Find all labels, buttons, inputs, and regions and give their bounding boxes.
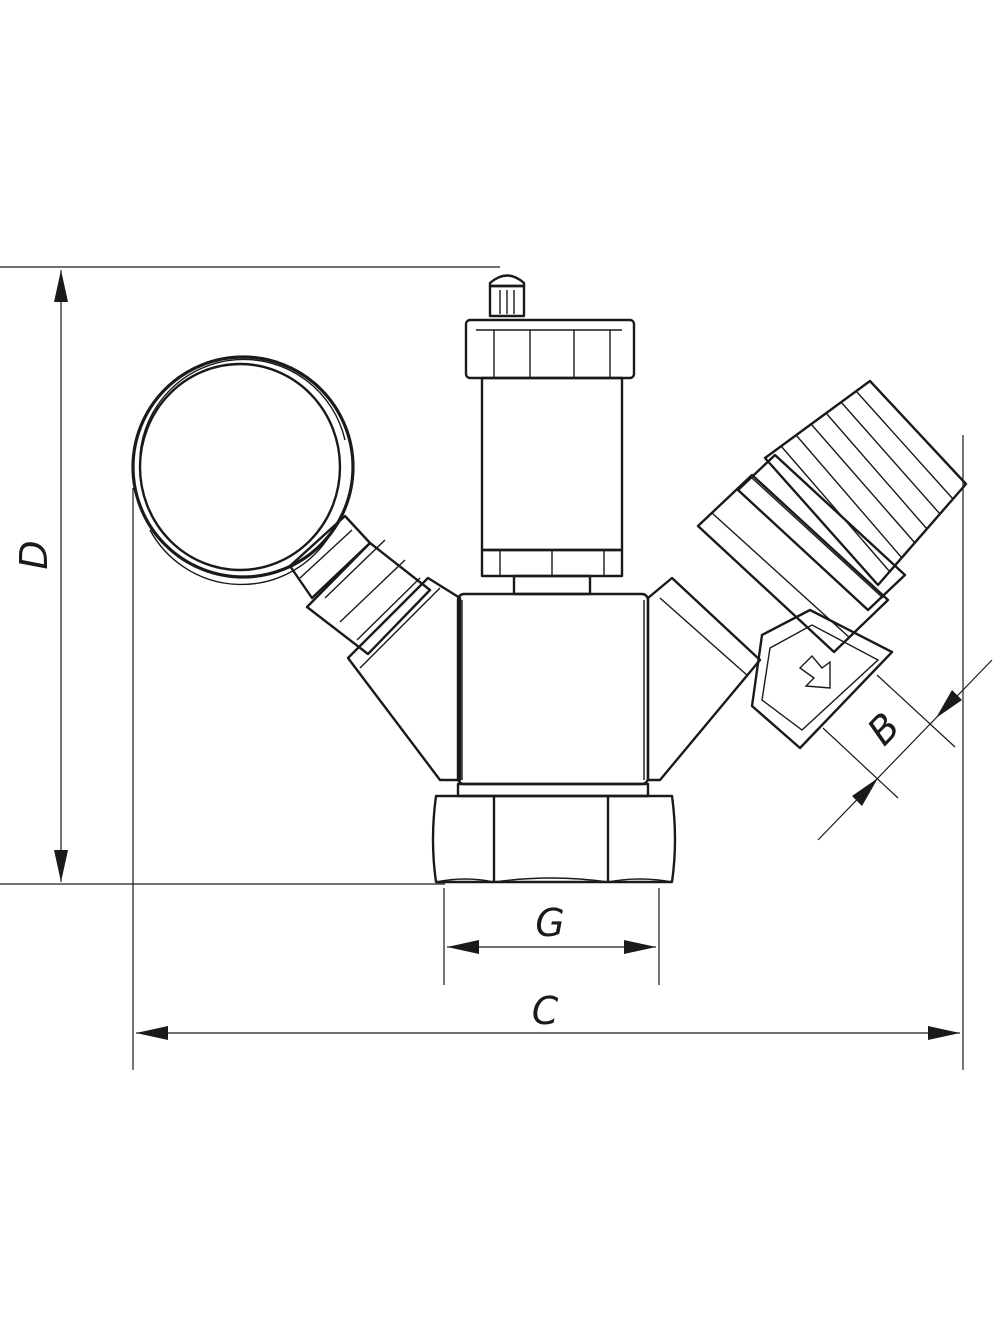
safety-valve xyxy=(696,379,968,750)
dimension-g-label: G xyxy=(535,901,564,945)
dimension-b-label: B xyxy=(859,704,909,753)
dimension-d-label: D xyxy=(12,540,56,569)
air-vent-neck xyxy=(512,574,592,596)
pressure-gauge xyxy=(131,355,355,586)
gauge-stem xyxy=(288,514,372,600)
dimension-g: G xyxy=(443,888,660,985)
gauge-outer-ring xyxy=(131,355,355,579)
central-body-block xyxy=(456,592,650,786)
safety-valve-branch-pipe xyxy=(646,576,762,782)
dimension-d-arrow-top xyxy=(54,270,68,302)
dimension-b-upper-extension xyxy=(876,674,956,748)
dimension-d: D xyxy=(0,266,500,885)
air-vent-cap-ring xyxy=(464,318,636,380)
gauge-branch-body xyxy=(346,576,462,782)
safety-branch-body xyxy=(646,576,762,782)
air-vent-body xyxy=(480,376,624,552)
dimension-d-arrow-bottom xyxy=(54,850,68,882)
air-vent-valve-stem xyxy=(488,284,526,318)
dimension-c-label: C xyxy=(532,989,559,1033)
dimension-b-arrow-lower xyxy=(852,778,878,806)
dimension-c-arrow-right xyxy=(928,1026,960,1040)
bottom-collar xyxy=(456,782,650,798)
dimension-c-arrow-left xyxy=(136,1026,168,1040)
gauge-dial xyxy=(138,362,342,572)
dimension-b-lower-extension xyxy=(822,727,899,799)
dimension-b-arrow-upper xyxy=(936,690,962,718)
dimension-b: B xyxy=(817,659,993,841)
bottom-hex-nut xyxy=(431,782,677,884)
safety-valve-knob xyxy=(763,379,968,587)
flow-direction-arrow-icon xyxy=(798,654,831,689)
dimension-c: C xyxy=(132,435,964,1070)
air-vent xyxy=(464,274,636,596)
dimension-g-arrow-left xyxy=(447,940,479,954)
dimension-b-line xyxy=(817,659,993,841)
bottom-hex-nut-body xyxy=(431,794,677,884)
safety-valve-hex-body xyxy=(696,473,890,654)
gauge-connector xyxy=(288,514,432,656)
dimension-g-arrow-right xyxy=(624,940,656,954)
gauge-branch-pipe xyxy=(346,576,462,782)
safety-valve-collar xyxy=(736,453,907,612)
air-vent-cap-top xyxy=(488,274,526,288)
central-body xyxy=(456,592,650,786)
safety-valve-outlet xyxy=(750,608,894,750)
